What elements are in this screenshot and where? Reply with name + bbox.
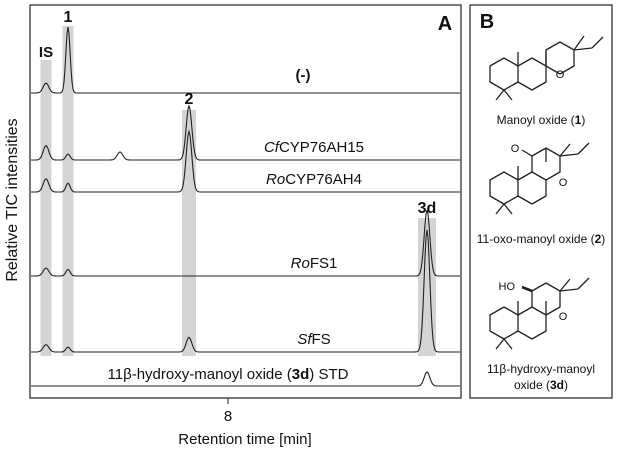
trace-line xyxy=(31,129,460,193)
highlight-bar-is xyxy=(40,60,52,356)
trace-label: 11β-hydroxy-manoyl oxide (3d) STD xyxy=(108,366,349,383)
compound-name-3-line1: 11β-hydroxy-manoyl xyxy=(487,362,595,376)
trace-layer xyxy=(31,26,460,387)
y-axis-label: Relative TIC intensities xyxy=(4,118,21,281)
panel-b-letter: B xyxy=(480,11,494,33)
peak-highlight-layer xyxy=(40,26,436,356)
structure-manoyl-oxide xyxy=(489,35,604,101)
peak-label-is: IS xyxy=(39,44,53,61)
compound-name-3-line2: oxide (3d) xyxy=(514,378,568,392)
compound-name-1: Manoyl oxide (1) xyxy=(497,113,586,127)
trace-label: SfFS xyxy=(297,331,330,348)
atom-ho-3: HO xyxy=(499,281,516,293)
atom-o-3: O xyxy=(559,311,568,323)
trace-line xyxy=(31,104,460,161)
panel-a-frame xyxy=(29,4,462,399)
trace-label: CfCYP76AH15 xyxy=(264,139,364,156)
panel-b-frame xyxy=(469,4,613,399)
trace-line xyxy=(31,26,460,94)
compound-name-2: 11-oxo-manoyl oxide (2) xyxy=(477,232,606,246)
peak-label-3d: 3d xyxy=(418,200,437,217)
structure-11b-hydroxy-manoyl-oxide xyxy=(489,277,590,350)
trace-line xyxy=(31,229,460,353)
highlight-bar-1 xyxy=(62,26,74,356)
x-axis-label: Retention time [min] xyxy=(178,431,311,448)
atom-o-2: O xyxy=(559,177,568,189)
highlight-bar-2 xyxy=(182,110,196,356)
atom-o-1: O xyxy=(556,69,565,81)
panel-a-letter: A xyxy=(438,13,452,35)
trace-label: RoCYP76AH4 xyxy=(266,171,362,188)
peak-label-2: 2 xyxy=(185,91,194,108)
atom-oxo-2: O xyxy=(511,143,520,155)
trace-line xyxy=(31,371,460,387)
highlight-bar-3d xyxy=(418,218,436,356)
x-tick-label-8: 8 xyxy=(224,408,232,425)
structure-11-oxo-manoyl-oxide xyxy=(489,142,590,215)
trace-line xyxy=(31,209,460,277)
peak-label-1: 1 xyxy=(64,9,73,26)
trace-label: (-) xyxy=(296,67,311,84)
trace-label: RoFS1 xyxy=(291,255,338,272)
